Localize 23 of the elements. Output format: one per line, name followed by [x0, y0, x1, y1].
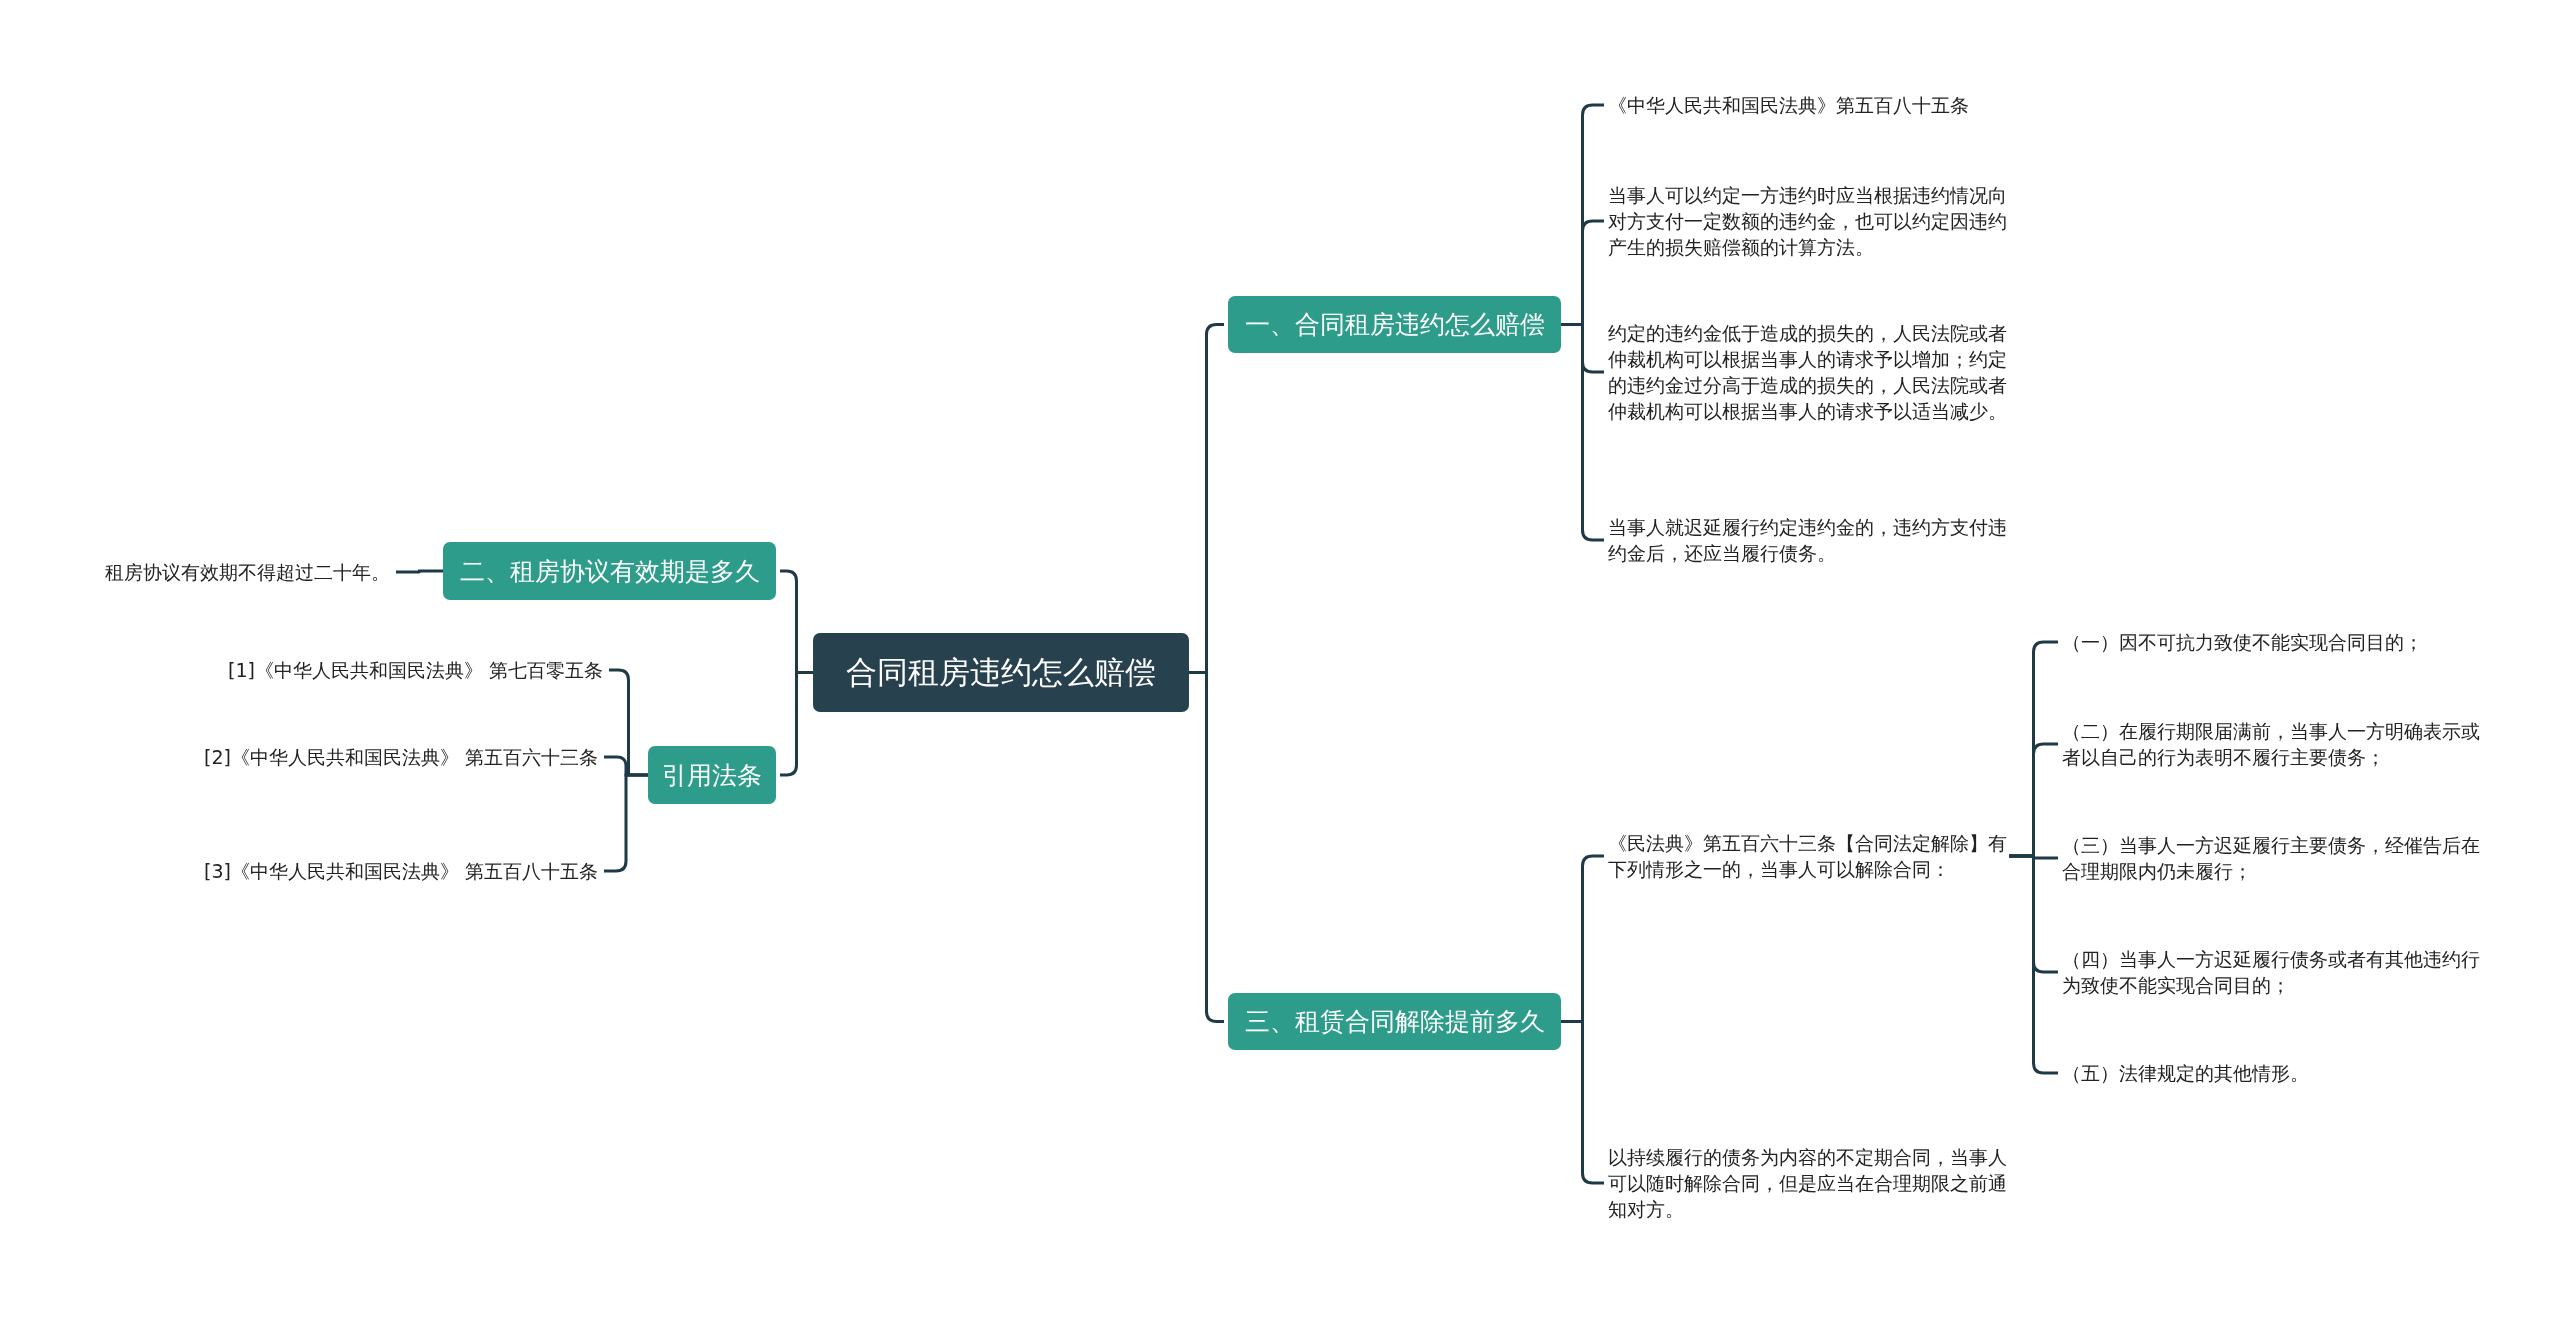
topic-box: 三、租赁合同解除提前多久 [1228, 993, 1561, 1050]
topic-text: [3]《中华人民共和国民法典》 第五百八十五条 [204, 856, 600, 886]
topic-text: （五）法律规定的其他情形。 [2062, 1058, 2311, 1088]
topic-text: （四）当事人一方迟延履行债务或者有其他违约行为致使不能实现合同目的； [2062, 944, 2482, 1000]
topic-text: 当事人可以约定一方违约时应当根据违约情况向对方支付一定数额的违约金，也可以约定因违约产生的损失赔偿额的计算方法。 [1608, 180, 2009, 262]
topic-box: 二、租房协议有效期是多久 [443, 542, 776, 600]
central-topic-box: 合同租房违约怎么赔偿 [813, 633, 1189, 712]
topic-text: [2]《中华人民共和国民法典》 第五百六十三条 [204, 742, 600, 772]
topic-text: [1]《中华人民共和国民法典》 第七百零五条 [228, 655, 605, 685]
topic-text: （二）在履行期限届满前，当事人一方明确表示或者以自己的行为表明不履行主要债务； [2062, 716, 2482, 772]
topic-box: 引用法条 [648, 746, 776, 804]
connector-line [1189, 671, 1224, 1023]
topic-text: （三）当事人一方迟延履行主要债务，经催告后在合理期限内仍未履行； [2062, 830, 2482, 886]
connector-line [396, 569, 443, 574]
connector-line [780, 671, 813, 777]
topic-text: 租房协议有效期不得超过二十年。 [105, 557, 392, 587]
topic-text: 《中华人民共和国民法典》第五百八十五条 [1608, 90, 1971, 120]
topic-box: 一、合同租房违约怎么赔偿 [1228, 296, 1561, 353]
topic-text: 当事人就迟延履行约定违约金的，违约方支付违约金后，还应当履行债务。 [1608, 512, 2009, 568]
topic-text: 《民法典》第五百六十三条【合同法定解除】有下列情形之一的，当事人可以解除合同： [1608, 828, 2009, 884]
topic-text: 以持续履行的债务为内容的不定期合同，当事人可以随时解除合同，但是应当在合理期限之前通知对方。 [1608, 1142, 2009, 1224]
topic-text: 约定的违约金低于造成的损失的，人民法院或者仲裁机构可以根据当事人的请求予以增加；约定的违约金过分高于造成的损失的，人民法院或者仲裁机构可以根据当事人的请求予以适当减少。 [1608, 318, 2009, 426]
topic-text: （一）因不可抗力致使不能实现合同目的； [2062, 627, 2425, 657]
